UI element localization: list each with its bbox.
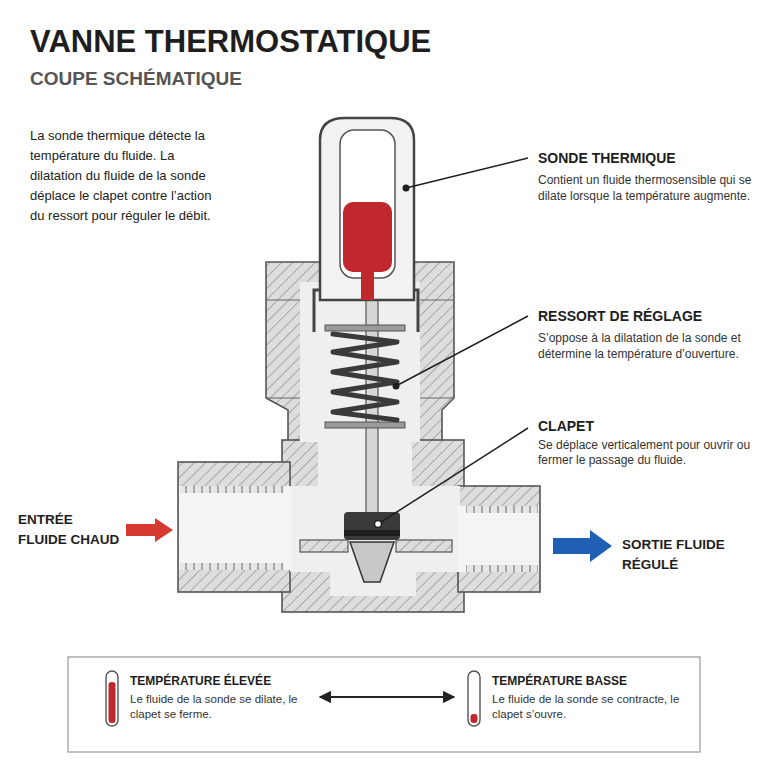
legend-body: Le fluide de la sonde se dilate, le clap… — [130, 692, 312, 722]
valve-seat — [396, 540, 452, 552]
adjusting-spring — [333, 334, 397, 420]
leader-dot — [393, 383, 400, 390]
thermometer-icon — [104, 670, 120, 728]
valve-disc — [344, 512, 400, 540]
legend-heading: TEMPÉRATURE BASSE — [492, 674, 688, 688]
valve-seat — [300, 540, 348, 552]
legend-item: TEMPÉRATURE BASSE Le fluide de la sonde s… — [462, 668, 688, 726]
thermometer-fluid — [109, 682, 116, 723]
callout-heading: CLAPET — [538, 418, 594, 434]
outlet-thread — [466, 506, 538, 513]
legend-panel — [68, 657, 700, 752]
probe-capsule — [320, 118, 414, 300]
bonnet-step — [420, 299, 454, 300]
flow-label: SORTIE FLUIDE RÉGULÉ — [622, 535, 750, 575]
legend-text: TEMPÉRATURE ÉLEVÉE Le fluide de la sonde … — [100, 668, 312, 722]
callout-heading: SONDE THERMIQUE — [538, 150, 676, 166]
outlet-port — [458, 486, 540, 592]
bonnet-joint — [420, 397, 454, 398]
callout-heading: RESSORT DE RÉGLAGE — [538, 308, 702, 324]
leader-line — [396, 316, 528, 386]
thermometer-tube — [106, 671, 118, 726]
stem-passage — [318, 438, 412, 490]
legend-text: TEMPÉRATURE BASSE Le fluide de la sonde s… — [462, 668, 688, 722]
callout-body: Contient un fluide thermosensible qui se… — [538, 172, 760, 204]
legend-body: Le fluide de la sonde se contracte, le c… — [492, 692, 688, 722]
bonnet-step — [266, 299, 300, 300]
probe-glass — [340, 130, 395, 278]
probe-fluid-stem — [361, 266, 374, 300]
callout-body: Se déplace verticalement pour ouvrir ou … — [538, 438, 760, 468]
inlet-thread — [180, 486, 284, 493]
thermometer-tube — [468, 671, 480, 726]
inlet-thread — [180, 563, 284, 570]
callout-body: S’oppose à la dilatation de la sonde et … — [538, 330, 760, 362]
bonnet-joint — [266, 397, 300, 398]
spring-seat — [325, 422, 405, 428]
leader-line — [406, 158, 528, 188]
title: VANNE THERMOSTATIQUE — [30, 24, 431, 60]
outlet-bore — [458, 506, 539, 572]
inlet-arrow — [126, 518, 173, 542]
intro-note: La sonde thermique détecte la températur… — [30, 126, 228, 226]
double-arrow — [320, 696, 454, 698]
leader-dot — [403, 185, 410, 192]
outlet-arrow — [553, 530, 612, 562]
flow-label: ENTRÉE FLUIDE CHAUD — [18, 510, 124, 550]
valve-seal — [344, 530, 400, 536]
legend-item: TEMPÉRATURE ÉLEVÉE Le fluide de la sonde … — [100, 668, 312, 726]
valve-cone — [350, 542, 394, 582]
spring-seat — [325, 325, 405, 331]
spring-chamber — [300, 282, 420, 442]
leader-dot — [375, 521, 382, 528]
leader-line — [378, 428, 528, 524]
subtitle: COUPE SCHÉMATIQUE — [30, 68, 242, 90]
outlet-thread — [466, 565, 538, 572]
legend-heading: TEMPÉRATURE ÉLEVÉE — [130, 674, 312, 688]
thermometer-fluid — [471, 714, 478, 723]
thermometer-icon — [466, 670, 482, 728]
inlet-bore — [179, 486, 292, 570]
probe-fluid — [343, 202, 392, 272]
